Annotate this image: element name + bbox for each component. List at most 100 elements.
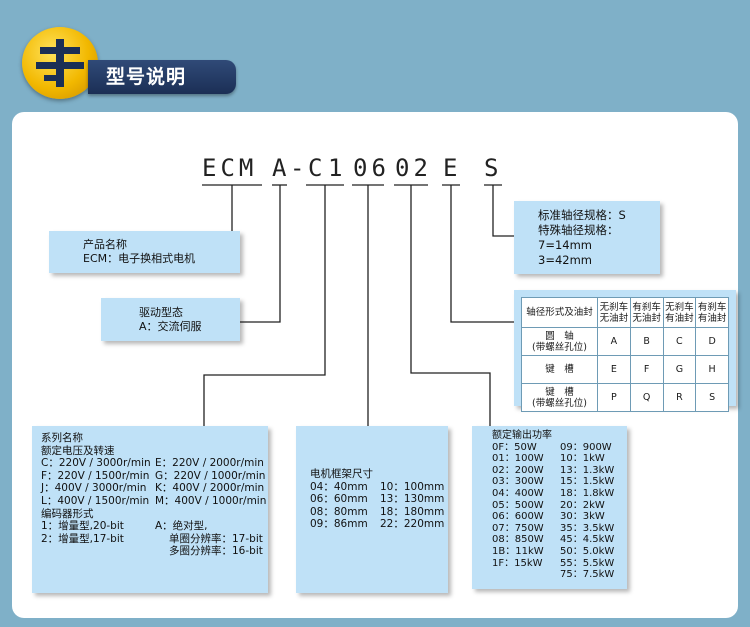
speed-item: F：220V / 1500r/min [41,469,150,482]
encoder-item: A：绝对型, [155,520,208,533]
shaft-header-col2: 有刹车 无油封 [629,297,664,328]
power-title: 额定输出功率 [492,430,552,441]
power-item: 01：100W [492,453,544,465]
shaft-code: G [662,355,697,384]
model-seg-series: ECM [202,154,258,182]
series-box: 系列名称 额定电压及转速 C：220V / 3000r/min F：220V /… [32,426,268,593]
speed-item: M：400V / 1000r/min [155,494,267,507]
drive-type-title: 驱动型态 [139,306,183,319]
shaft-header-col3: 无刹车 有油封 [662,297,697,328]
speed-item: K：400V / 2000r/min [155,482,265,495]
speed-item: J：400V / 3000r/min [41,482,147,495]
power-item: 55：5.5kW [560,557,615,569]
shaft-code: B [629,327,664,356]
shaft-spec-7: 7=14mm [538,238,592,252]
model-seg-frame: 06 [353,154,390,182]
shaft-spec-3: 3=42mm [538,253,592,267]
shaft-code: S [695,383,729,412]
frame-title: 电机框架尺寸 [310,468,373,480]
power-item: 06：600W [492,511,544,523]
power-item: 50：5.0kW [560,545,615,557]
series-title: 系列名称 [41,432,83,444]
shaft-code: C [662,327,697,356]
page-title: 型号说明 [106,66,187,88]
frame-item: 10：100mm [380,480,445,493]
shaft-code: R [662,383,697,412]
table-row: 键 槽 E F G H [521,355,729,384]
encoder-title: 编码器形式 [41,507,94,520]
shaft-code: P [597,383,631,412]
shaft-row-label: 圆 轴 (带螺丝孔位) [521,327,598,356]
frame-item: 18：180mm [380,505,445,518]
power-item: 10：1kW [560,453,605,465]
power-item: 03：300W [492,476,544,488]
frame-item: 09：86mm [310,518,368,531]
model-seg-shaft: E [443,154,462,182]
table-row: 圆 轴 (带螺丝孔位) A B C D [521,327,729,356]
power-item: 02：200W [492,464,544,476]
power-item: 18：1.8kW [560,487,615,499]
power-item: 75：7.5kW [560,569,615,581]
model-seg-encoder: 1 [328,154,347,182]
encoder-item: 多圈分辨率：16-bit [169,545,263,558]
shaft-code: E [597,355,631,384]
speed-item: L：400V / 1500r/min [41,494,150,507]
power-item: 07：750W [492,522,544,534]
shaft-table-header: 轴径形式及油封 无刹车 无油封 有刹车 无油封 无刹车 有油封 有刹车 有油封 [521,297,729,328]
power-item: 05：500W [492,499,544,511]
shaft-code: H [695,355,729,384]
series-voltage-title: 额定电压及转速 [41,444,115,457]
shaft-header-type: 轴径形式及油封 [521,297,598,328]
shaft-row-label: 键 槽 [521,355,598,384]
speed-item: G：220V / 1000r/min [155,469,266,482]
header-bar [88,60,236,94]
speed-item: C：220V / 3000r/min [41,457,151,470]
shaft-code: Q [629,383,664,412]
power-box: 额定输出功率 0F：50W 01：100W 02：200W 03：300W 04… [472,426,627,589]
power-item: 0F：50W [492,441,537,453]
model-seg-voltage: C [308,154,327,182]
power-item: 35：3.5kW [560,522,615,534]
power-item: 13：1.3kW [560,464,615,476]
frame-box: 电机框架尺寸 04：40mm 06：60mm 08：80mm 09：86mm 1… [296,426,448,593]
power-item: 45：4.5kW [560,534,615,546]
shaft-table: 轴径形式及油封 无刹车 无油封 有刹车 无油封 无刹车 有油封 有刹车 有油封 … [521,297,729,412]
encoder-item: 2：增量型,17-bit [41,532,124,545]
model-seg-drive: A [272,154,291,182]
frame-item: 08：80mm [310,505,368,518]
model-seg-shaft-dia: S [484,154,503,182]
encoder-item: 单圈分辨率：17-bit [169,532,263,545]
shaft-row-label: 键 槽 (带螺丝孔位) [521,383,598,412]
shaft-header-col4: 有刹车 有油封 [695,297,729,328]
shaft-code: D [695,327,729,356]
shaft-header-col1: 无刹车 无油封 [597,297,631,328]
shaft-spec-box: 标准轴径规格：S 特殊轴径规格： 7=14mm 3=42mm [514,201,660,274]
power-item: 09：900W [560,441,612,453]
encoder-item: 1：增量型,20-bit [41,520,124,533]
model-seg-power: 02 [395,154,432,182]
shaft-spec-standard: 标准轴径规格：S [538,208,626,222]
frame-item: 04：40mm [310,480,368,493]
brand-logo [22,27,98,99]
product-name-box: 产品名称 ECM：电子换相式电机 [49,231,240,273]
product-name-title: 产品名称 [83,238,127,251]
power-item: 15：1.5kW [560,476,615,488]
frame-item: 22：220mm [380,518,445,531]
model-seg-dash: - [290,154,309,182]
frame-item: 13：130mm [380,493,445,506]
drive-type-box: 驱动型态 A：交流伺服 [101,298,240,341]
shaft-code: F [629,355,664,384]
power-item: 1B：11kW [492,545,544,557]
power-item: 30：3kW [560,511,605,523]
power-item: 04：400W [492,487,544,499]
table-row: 键 槽 (带螺丝孔位) P Q R S [521,383,729,412]
shaft-spec-special: 特殊轴径规格： [538,223,619,237]
power-item: 20：2kW [560,499,605,511]
product-name-value: ECM：电子换相式电机 [83,252,196,265]
speed-item: E：220V / 2000r/min [155,457,264,470]
frame-item: 06：60mm [310,493,368,506]
shaft-code: A [597,327,631,356]
power-item: 1F：15kW [492,557,543,569]
drive-type-value: A：交流伺服 [139,320,202,333]
power-item: 08：850W [492,534,544,546]
